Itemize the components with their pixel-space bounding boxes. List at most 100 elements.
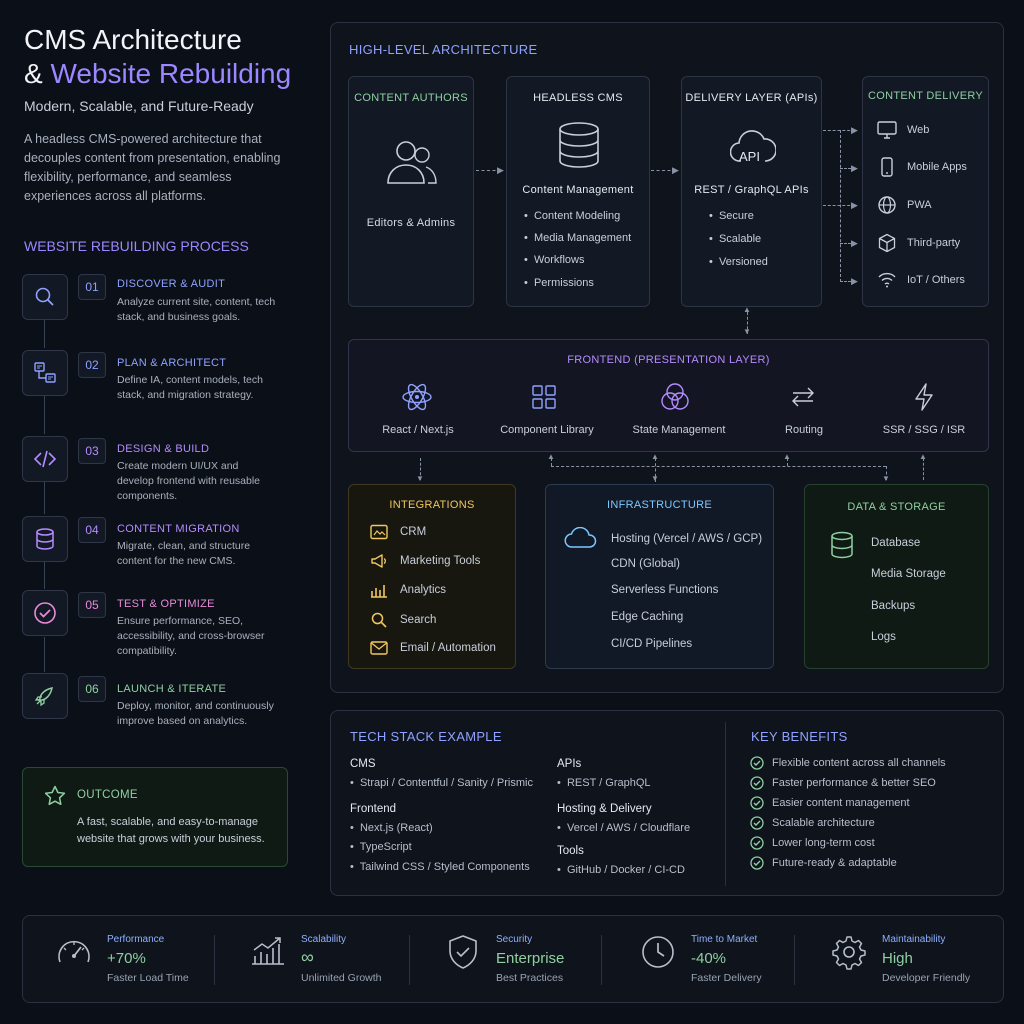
step-description: Analyze current site, content, tech stac… xyxy=(117,296,276,323)
arrow-head: ▶ xyxy=(497,165,504,175)
connector-bus-mid xyxy=(787,458,788,466)
search-icon xyxy=(371,612,387,628)
integration-item: Analytics xyxy=(370,582,446,598)
step-connector xyxy=(44,396,45,434)
rocket-icon xyxy=(34,687,53,707)
shield-icon xyxy=(449,935,477,969)
integration-item: Marketing Tools xyxy=(370,553,480,569)
connector-integrations xyxy=(420,458,421,480)
architecture-title: HIGH-LEVEL ARCHITECTURE xyxy=(349,42,538,57)
connector-authors-cms xyxy=(476,170,501,171)
stat-separator xyxy=(601,935,602,985)
arrow-head: ▶ xyxy=(851,276,858,286)
stat-label: Scalability xyxy=(301,934,347,945)
step-number: 02 xyxy=(78,352,106,378)
check-circle-icon xyxy=(34,602,56,624)
arrow-head: ▲ xyxy=(783,452,791,461)
database-icon xyxy=(559,122,599,168)
connector-web xyxy=(823,130,855,131)
megaphone-icon xyxy=(371,554,386,568)
connector-cms-api xyxy=(651,170,676,171)
connector-fanout xyxy=(840,130,841,282)
gauge-icon xyxy=(58,940,90,963)
page-title-line2: & Website Rebuilding xyxy=(24,58,291,90)
data-storage-item: Logs xyxy=(871,631,896,643)
content-delivery-card: CONTENT DELIVERY Web Mobile Apps PWA Thi… xyxy=(862,76,989,307)
delivery-target-pwa: PWA xyxy=(877,195,932,215)
circles-icon xyxy=(661,383,689,410)
step-title: LAUNCH & ITERATE xyxy=(117,683,227,695)
frontend-title: FRONTEND (PRESENTATION LAYER) xyxy=(567,354,770,366)
check-icon xyxy=(750,776,764,790)
infrastructure-item: Edge Caching xyxy=(611,611,684,623)
frontend-item: SSR / SSG / ISR xyxy=(882,424,966,436)
arrow-head: ▼ xyxy=(743,327,751,336)
content-authors-card: CONTENT AUTHORS Editors & Admins xyxy=(348,76,474,307)
step-number: 03 xyxy=(78,438,106,464)
stat-sub: Faster Load Time xyxy=(107,972,189,984)
delivery-item: • Scalable xyxy=(709,233,762,245)
delivery-target-web: Web xyxy=(877,121,929,139)
users-icon xyxy=(387,141,437,184)
tech-frontend-label: Frontend xyxy=(350,803,397,815)
delivery-item: • Versioned xyxy=(709,256,768,268)
content-authors-label: Editors & Admins xyxy=(366,217,456,229)
title-ampersand: & xyxy=(24,58,43,89)
arrow-head: ▶ xyxy=(672,165,679,175)
stat-scalability: Scalability ∞ Unlimited Growth xyxy=(249,930,399,990)
stat-value: -40% xyxy=(691,950,727,967)
frontend-item: React / Next.js xyxy=(382,424,454,436)
tech-apis-label: APIs xyxy=(557,758,582,770)
check-icon xyxy=(750,856,764,870)
database-icon xyxy=(831,531,853,559)
delivery-layer-subtitle: REST / GraphQL APIs xyxy=(694,184,809,196)
benefit-item: Easier content management xyxy=(750,796,910,810)
cms-item: • Permissions xyxy=(524,277,594,289)
stat-sub: Unlimited Growth xyxy=(301,972,382,984)
page-title-line1: CMS Architecture xyxy=(24,24,242,55)
stat-value: High xyxy=(882,950,913,967)
page-subtitle: Modern, Scalable, and Future-Ready xyxy=(24,98,254,114)
step-icon-design xyxy=(22,436,68,482)
benefit-item: Scalable architecture xyxy=(750,816,875,830)
connector-third-party xyxy=(840,243,855,244)
headless-cms-subtitle: Content Management xyxy=(522,184,634,196)
data-storage-card: DATA & STORAGE Database Media Storage Ba… xyxy=(804,484,989,669)
outcome-card: OUTCOME A fast, scalable, and easy-to-ma… xyxy=(22,767,288,867)
tech-frontend-item: • Next.js (React) xyxy=(350,822,433,834)
benefit-item: Flexible content across all channels xyxy=(750,756,946,770)
monitor-icon xyxy=(877,121,897,139)
cms-item: • Workflows xyxy=(524,254,585,266)
stat-label: Time to Market xyxy=(691,934,758,945)
react-icon xyxy=(402,383,432,411)
stat-time-to-market: Time to Market -40% Faster Delivery xyxy=(639,930,789,990)
step-title: DESIGN & BUILD xyxy=(117,443,210,455)
phone-icon xyxy=(881,157,893,177)
data-storage-item: Backups xyxy=(871,600,916,612)
delivery-layer-card: DELIVERY LAYER (APIs) API REST / GraphQL… xyxy=(681,76,822,307)
step-icon-discover xyxy=(22,274,68,320)
frontend-item: Routing xyxy=(785,424,823,436)
integrations-card: INTEGRATIONS CRM Marketing Tools Analyti… xyxy=(348,484,516,669)
benefit-item: Faster performance & better SEO xyxy=(750,776,936,790)
arrow-head: ▲ xyxy=(743,305,751,314)
cloud-icon xyxy=(564,527,597,548)
connector-api-frontend xyxy=(747,312,748,334)
step-description: Define IA, content models, tech stack, a… xyxy=(117,374,263,401)
delivery-target-third-party: Third-party xyxy=(877,233,960,253)
step-title: TEST & OPTIMIZE xyxy=(117,598,215,610)
sitemap-icon xyxy=(34,362,56,383)
tech-tools-item: • GitHub / Docker / CI-CD xyxy=(557,864,685,876)
connector-pwa xyxy=(823,205,855,206)
data-storage-item: Media Storage xyxy=(871,568,946,580)
tech-cms-label: CMS xyxy=(350,758,376,770)
tech-tools-label: Tools xyxy=(557,845,584,857)
arrows-icon xyxy=(792,387,814,407)
panel-divider xyxy=(725,722,726,886)
arrow-head: ▲ xyxy=(919,452,927,461)
growth-chart-icon xyxy=(252,937,284,965)
delivery-target-iot: IoT / Others xyxy=(877,271,965,289)
tech-cms-item: • Strapi / Contentful / Sanity / Prismic xyxy=(350,777,533,789)
delivery-item: • Secure xyxy=(709,210,754,222)
step-title: CONTENT MIGRATION xyxy=(117,523,240,535)
